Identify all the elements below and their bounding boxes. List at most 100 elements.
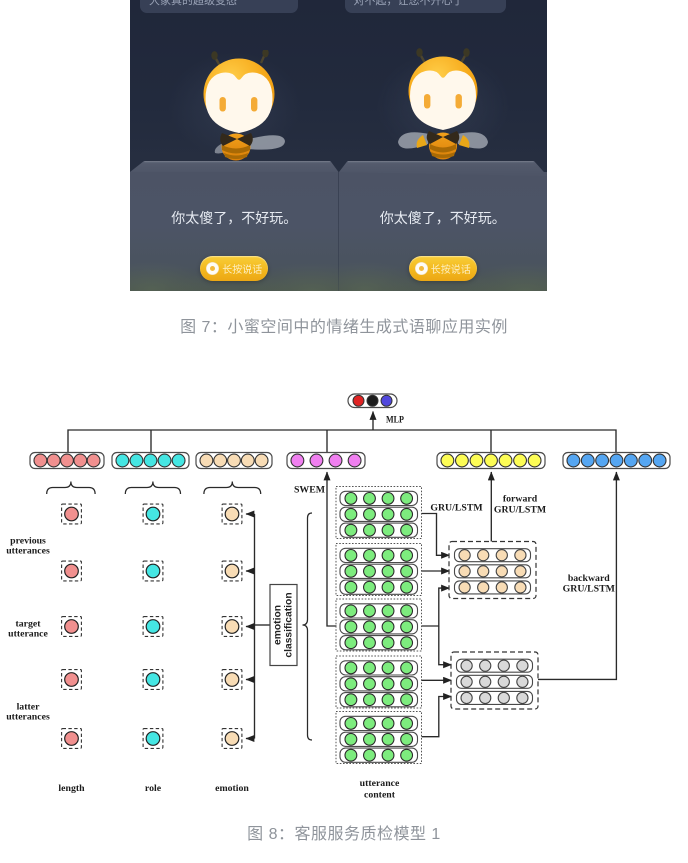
hidden-state-circle [497, 659, 510, 672]
bee-mascot-left-icon [203, 50, 285, 161]
word-embedding-circle [344, 716, 358, 730]
role-column-label: role [145, 783, 162, 794]
feature-cell-circle [145, 672, 161, 687]
word-embedding-row [339, 522, 419, 538]
phone-screenshot-left: 大家真的超级变态 [130, 0, 339, 291]
role-vector-circle [157, 453, 172, 468]
hidden-state-row [455, 658, 534, 673]
word-embedding-row [339, 506, 419, 522]
hidden-state-circle [458, 549, 471, 562]
word-embedding-circle [381, 748, 395, 762]
word-embedding-circle [400, 677, 414, 691]
target-utterance-label-line1: target [15, 619, 41, 630]
forward-vector-circle [513, 453, 528, 468]
forward-vector-circle [440, 453, 455, 468]
emotion-classification-box: emotion classification [269, 583, 298, 667]
word-embedding-circle [400, 748, 414, 762]
word-embedding-circle [381, 564, 395, 578]
word-embedding-circle [363, 620, 376, 634]
word-embedding-row [339, 715, 419, 732]
bee-mascot-right-icon [398, 48, 488, 160]
role-vector-circle [129, 453, 144, 468]
hidden-state-row [455, 674, 534, 689]
word-embedding-row [339, 635, 419, 651]
word-embedding-circle [363, 564, 376, 578]
hidden-state-row [453, 580, 532, 595]
word-embedding-circle [344, 748, 358, 762]
feature-cell-box [142, 728, 164, 749]
hidden-state-circle [460, 691, 473, 705]
hidden-state-circle [495, 565, 508, 578]
word-embedding-row [339, 619, 419, 635]
previous-utterances-label-line1: previous [10, 536, 46, 547]
speech-text-left: 你太傻了，不好玩。 [171, 210, 298, 226]
hidden-state-circle [495, 549, 508, 562]
phone-screenshot-right: 对不起，让您不开心了 [338, 0, 547, 291]
swem-vector-circle [328, 453, 343, 468]
length-vector-circle [73, 453, 88, 468]
figure7-caption: 图 7：小蜜空间中的情绪生成式语聊应用实例 [180, 319, 508, 336]
word-embedding-circle [400, 636, 414, 650]
emotion-classification-label-line2: classification [284, 592, 295, 657]
feature-cell-circle [145, 506, 161, 522]
feature-cell-circle [224, 731, 240, 746]
feature-cell-circle [64, 619, 79, 634]
word-embedding-circle [363, 732, 376, 746]
feature-cell-circle [64, 506, 79, 522]
forward-gru-label-line1: forward [503, 494, 538, 505]
word-embedding-circle [400, 564, 414, 578]
feature-cell-box [142, 669, 164, 690]
talk-button-label: 长按说话 [222, 265, 263, 276]
backward-vector-circle [609, 453, 624, 468]
swem-vector-circle [309, 453, 324, 468]
word-embedding-circle [344, 620, 358, 634]
feature-cell-circle [145, 619, 161, 634]
word-embedding-circle [400, 716, 414, 730]
length-vector-circle [46, 453, 61, 468]
backward-vector-circle [580, 453, 595, 468]
word-embedding-circle [344, 661, 358, 675]
hidden-state-circle [497, 675, 510, 688]
word-embedding-circle [363, 636, 376, 650]
hidden-state-circle [497, 691, 510, 705]
word-embedding-circle [344, 548, 358, 562]
word-embedding-circle [363, 716, 376, 730]
feature-cell-box [221, 728, 243, 749]
chat-bubble-right-text: 对不起，让您不开心了 [353, 0, 464, 7]
word-embedding-circle [400, 604, 414, 618]
feature-cell-circle [145, 731, 161, 746]
role-vector-circle [143, 453, 158, 468]
word-embedding-circle [344, 636, 358, 650]
feature-cell-box [61, 616, 82, 637]
word-embedding-circle [381, 491, 395, 505]
word-embedding-circle [381, 620, 395, 634]
emotion-vector-circle [240, 453, 255, 468]
length-vector-circle [33, 453, 48, 468]
word-embedding-circle [363, 661, 376, 675]
word-embedding-circle [344, 693, 358, 707]
mlp-output-circle [352, 394, 365, 407]
word-embedding-circle [381, 661, 395, 675]
hidden-state-circle [514, 565, 527, 578]
feature-cell-box [142, 560, 164, 582]
utterance-group-brace [302, 512, 313, 741]
word-embedding-circle [344, 491, 358, 505]
word-embedding-circle [381, 693, 395, 707]
emotion-column-label: emotion [215, 783, 249, 794]
hidden-state-circle [516, 675, 529, 688]
word-embedding-circle [381, 732, 395, 746]
hold-to-talk-button-left[interactable]: 长按说话 [200, 256, 269, 281]
word-embedding-circle [344, 580, 358, 594]
word-embedding-row [339, 490, 419, 507]
hold-to-talk-button-right[interactable]: 长按说话 [408, 256, 477, 281]
hidden-state-circle [479, 691, 492, 705]
hidden-state-circle [514, 549, 527, 562]
word-embedding-circle [381, 507, 395, 521]
feature-cell-circle [224, 506, 240, 522]
gru-hidden-state-boxes [448, 540, 539, 710]
hidden-state-circle [514, 581, 527, 594]
swem-vector-circle [347, 453, 362, 468]
talk-button-label: 长按说话 [430, 265, 471, 276]
emotion-vector-circle [213, 453, 228, 468]
